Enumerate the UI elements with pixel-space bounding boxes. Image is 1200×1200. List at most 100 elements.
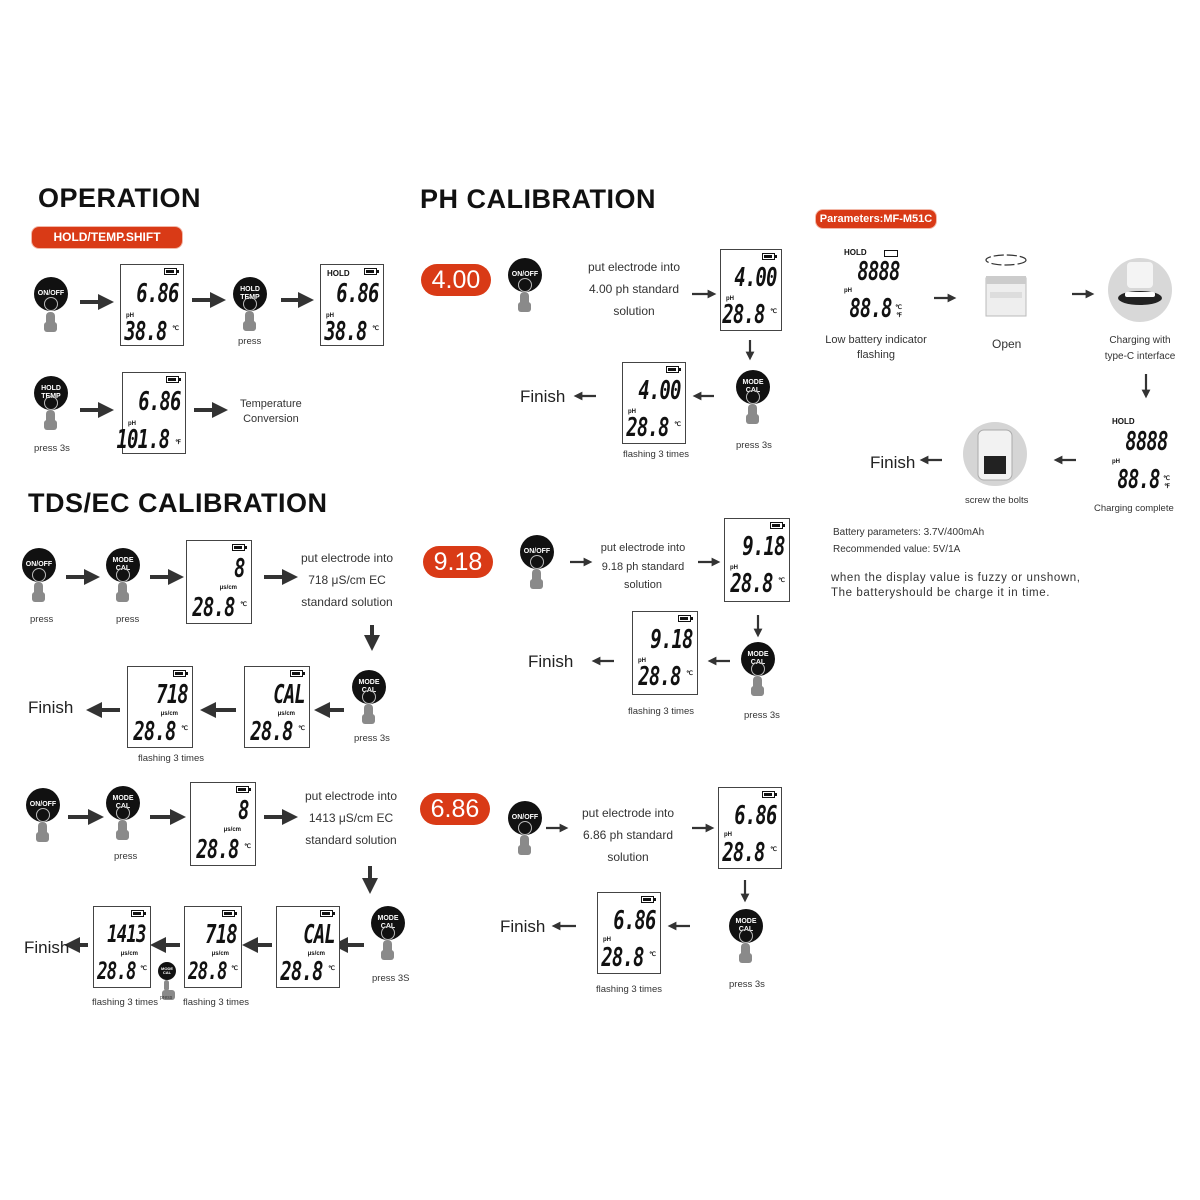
lcd-main-value: 718: [205, 920, 237, 950]
press-3s-caption: press 3s: [34, 443, 70, 454]
lcd-celsius-unit: ℃: [674, 421, 681, 428]
battery-icon: [770, 522, 783, 529]
button-label: MODE CAL: [161, 967, 173, 975]
ph-badge-918: 9.18: [423, 546, 493, 578]
on-off-button[interactable]: ON/OFF: [34, 277, 68, 311]
lcd-temp-value: 28.8: [723, 300, 765, 330]
lcd-display: 6.86 pH 101.8 ℉: [122, 372, 186, 454]
battery-icon: [364, 268, 377, 275]
lcd-hold-label: HOLD: [844, 248, 867, 257]
lcd-display: CAL μs/cm 28.8 ℃: [276, 906, 340, 988]
finger-press-icon: [34, 582, 43, 600]
lcd-display: 6.86 pH 28.8 ℃: [718, 787, 782, 869]
step-instruction: put electrode into 9.18 ph standard solu…: [590, 539, 696, 595]
lcd-celsius-unit: ℃: [778, 577, 785, 584]
lcd-celsius-unit: ℃: [686, 670, 693, 677]
battery-icon: [166, 376, 179, 383]
lcd-main-value: 4.00: [735, 263, 777, 293]
finger-press-icon: [38, 822, 47, 840]
lcd-celsius-unit: ℃: [244, 843, 251, 850]
lcd-display: 9.18 pH 28.8 ℃: [724, 518, 790, 602]
charging-port-icon: [1107, 252, 1173, 328]
on-off-button[interactable]: ON/OFF: [22, 548, 56, 582]
lcd-display: 6.86 pH 38.8 ℃: [120, 264, 184, 346]
mode-cal-button[interactable]: MODE CAL: [106, 548, 140, 582]
lcd-fahrenheit-unit: ℉: [896, 312, 902, 319]
lcd-display: 1413 μs/cm 28.8 ℃: [93, 906, 151, 988]
press-3s-caption: press 3s: [354, 733, 390, 744]
lcd-main-value: 6.86: [735, 801, 777, 831]
lcd-celsius-unit: ℃: [895, 304, 902, 311]
mode-cal-button[interactable]: MODE CAL: [371, 906, 405, 940]
lcd-temp-value: 38.8: [125, 317, 167, 347]
hold-temp-button[interactable]: HOLD TEMP: [233, 277, 267, 311]
lcd-charging-complete: HOLD 8888 pH 88.8 ℃ ℉: [1112, 413, 1172, 497]
lcd-main-value: 8: [238, 796, 249, 826]
lcd-main-value: 8: [234, 554, 245, 584]
lcd-celsius-unit: ℃: [181, 725, 188, 732]
mode-cal-button[interactable]: MODE CAL: [106, 786, 140, 820]
mode-cal-button[interactable]: MODE CAL: [736, 370, 770, 404]
lcd-celsius-unit: ℃: [1163, 475, 1170, 482]
flashing-caption: flashing 3 times: [623, 449, 689, 460]
recommended-value-note: Recommended value: 5V/1A: [833, 544, 960, 555]
flashing-caption: flashing 3 times: [628, 706, 694, 717]
lcd-main-value: 6.86: [137, 279, 179, 309]
fuzzy-display-note: when the display value is fuzzy or unsho…: [831, 571, 1081, 586]
lcd-main-value: CAL: [303, 920, 335, 950]
battery-icon: [320, 910, 333, 917]
battery-icon: [131, 910, 144, 917]
mode-cal-button[interactable]: MODE CAL: [729, 909, 763, 943]
lcd-temp-value: 28.8: [627, 413, 669, 443]
lcd-celsius-unit: ℃: [770, 846, 777, 853]
on-off-button[interactable]: ON/OFF: [520, 535, 554, 569]
lcd-main-value: 1413: [107, 920, 146, 948]
lcd-temp-value: 28.8: [188, 957, 227, 985]
lcd-main-value: 8888: [1126, 427, 1168, 457]
lcd-temp-value: 28.8: [97, 957, 136, 985]
lcd-display: CAL μs/cm 28.8 ℃: [244, 666, 310, 748]
on-off-button[interactable]: ON/OFF: [508, 801, 542, 835]
lcd-display: 8 μs/cm 28.8 ℃: [186, 540, 252, 624]
press-3s-caption: press 3s: [729, 979, 765, 990]
lcd-main-value: 6.86: [139, 387, 181, 417]
finish-label: Finish: [870, 453, 915, 473]
lcd-temp-value: 28.8: [731, 569, 773, 599]
finger-press-icon: [164, 980, 169, 990]
lcd-celsius-unit: ℃: [649, 951, 656, 958]
battery-icon: [290, 670, 303, 677]
lcd-temp-value: 28.8: [639, 662, 681, 692]
finger-press-icon: [46, 410, 55, 428]
lcd-main-value: 718: [156, 680, 188, 710]
battery-icon: [232, 544, 245, 551]
open-label: Open: [992, 337, 1021, 351]
lcd-main-value: 6.86: [614, 906, 656, 936]
lcd-temp-value: 88.8: [850, 294, 892, 324]
mode-cal-button[interactable]: MODE CAL: [741, 642, 775, 676]
lcd-main-value: 9.18: [651, 625, 693, 655]
charging-label: Charging with type-C interface: [1100, 333, 1180, 365]
on-off-button[interactable]: ON/OFF: [508, 258, 542, 292]
lcd-temp-value: 28.8: [281, 957, 323, 987]
hold-temp-button[interactable]: HOLD TEMP: [34, 376, 68, 410]
on-off-button[interactable]: ON/OFF: [26, 788, 60, 822]
lcd-temp-value: 28.8: [723, 838, 765, 868]
press-3s-caption: press 3s: [744, 710, 780, 721]
press-caption: press: [30, 614, 53, 625]
finger-press-icon: [46, 312, 55, 330]
battery-icon: [678, 615, 691, 622]
lcd-main-value: 4.00: [639, 376, 681, 406]
battery-icon: [164, 268, 177, 275]
screw-bolts-label: screw the bolts: [965, 495, 1028, 506]
mode-cal-button-small[interactable]: MODE CAL: [158, 962, 176, 980]
battery-icon: [762, 253, 775, 260]
flashing-caption: flashing 3 times: [138, 753, 204, 764]
finger-press-icon: [520, 835, 529, 853]
mode-cal-button[interactable]: MODE CAL: [352, 670, 386, 704]
lcd-main-value: CAL: [273, 680, 305, 710]
lcd-fahrenheit-unit: ℉: [175, 439, 181, 446]
lcd-temp-value: 28.8: [197, 835, 239, 865]
screw-bolts-icon: [962, 420, 1028, 490]
battery-empty-icon: [884, 250, 898, 257]
lcd-celsius-unit: ℃: [240, 601, 247, 608]
